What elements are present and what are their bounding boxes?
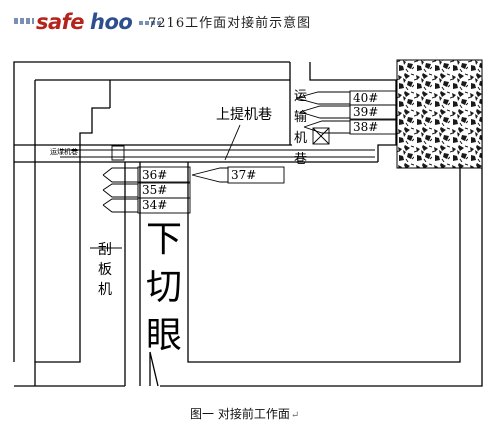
label-left-road: 运煤机巷 [50,148,78,156]
support-label-38: 38# [353,120,379,134]
support-36-drill [102,167,139,183]
label-shu-sheng: 运输机巷 [294,89,308,167]
support-label-37: 37# [231,168,257,182]
support-label-40: 40# [353,91,379,105]
label-bu-ban-ji: 刮板机 [98,242,112,298]
diagram-title: 7216工作面对接前示意图 [148,16,312,31]
watermark-text-hoo: hoo [90,10,133,34]
face-notch [149,351,159,387]
outer-left-wall [13,61,290,362]
caption-text: 图一 对接前工作面 [190,407,290,421]
coal-seam [396,59,483,169]
label-shengji-xiang: 上提机巷 [216,107,272,123]
support-39-box [349,104,397,120]
figure-caption: 图一 对接前工作面↵ [190,405,299,422]
watermark-dots-left [14,18,34,24]
return-mark: ↵ [290,410,300,421]
label-cut-eye: 下切眼 [146,219,183,356]
support-34-drill [102,198,139,213]
support-37-drill [191,167,229,183]
support-35-drill [102,183,139,198]
support-38-box [349,119,397,135]
watermark-text-safe: safe [36,10,85,34]
inner-left-wall [34,80,110,363]
support-36-box [137,166,191,183]
support-label-34: 34# [142,198,168,212]
support-34-box [137,197,191,214]
junction-cross-b [312,127,330,145]
support-label-36: 36# [142,168,168,182]
junction-box [312,127,330,145]
support-label-39: 39# [353,105,379,119]
support-37-box [227,166,285,184]
motor-box [111,145,125,161]
support-38-drill [303,120,351,134]
support-label-35: 35# [142,183,168,197]
watermark-dots-right [139,21,163,25]
leader-shengji [224,124,241,161]
